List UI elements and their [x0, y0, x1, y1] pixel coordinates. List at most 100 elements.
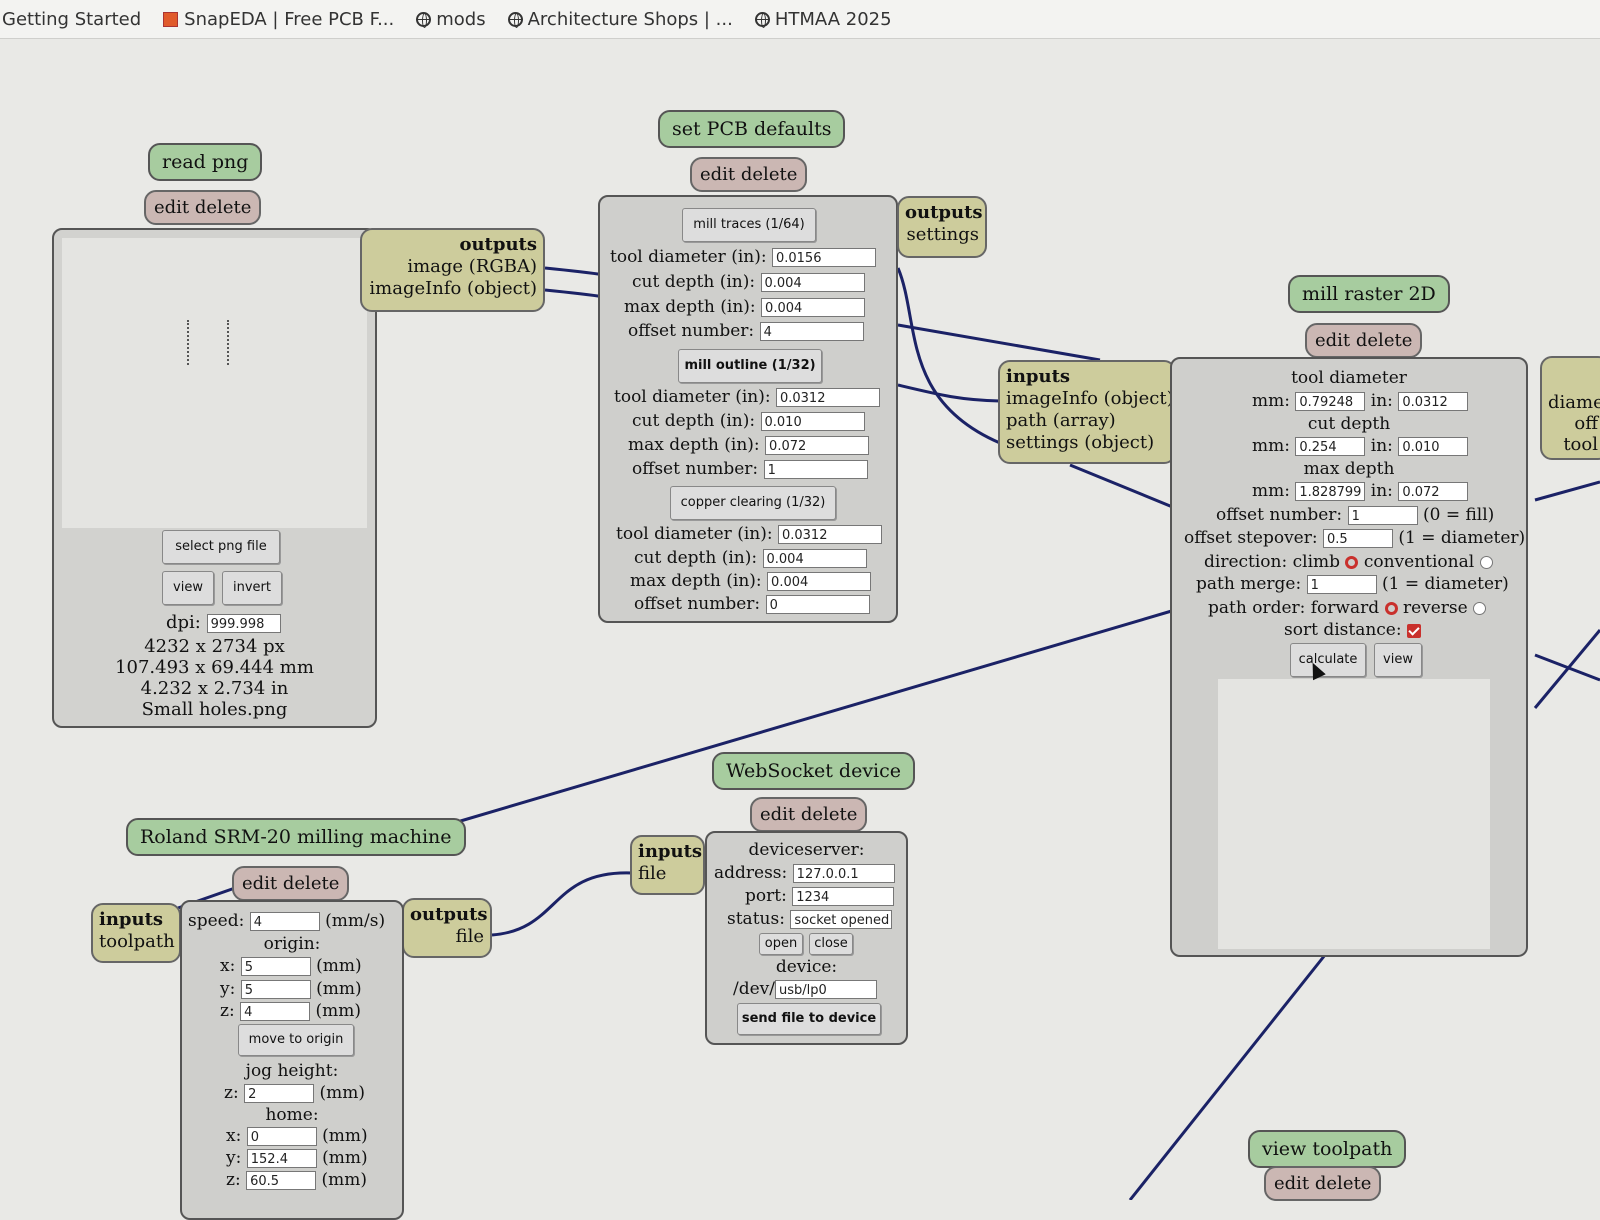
field-label: offset number:: [628, 321, 755, 341]
field-label: tool diameter (in):: [614, 387, 771, 407]
traces-max-input[interactable]: 0.004: [761, 298, 866, 317]
wire-mill-to-roland: [446, 608, 1176, 827]
roland-edit-delete[interactable]: edit delete: [232, 866, 350, 901]
clearing-cut-input[interactable]: 0.004: [762, 549, 867, 568]
traces-cut-input[interactable]: 0.004: [760, 273, 865, 292]
bookmark-htmaa[interactable]: HTMAA 2025: [754, 9, 892, 30]
device-input[interactable]: usb/lp0: [775, 980, 878, 999]
traces-tool-input[interactable]: 0.0156: [771, 248, 876, 267]
port-input[interactable]: 1234: [792, 887, 895, 906]
view-toolpath-edit-delete[interactable]: edit delete: [1264, 1166, 1382, 1201]
jog-z-input[interactable]: 2: [244, 1084, 315, 1103]
max-mm-input[interactable]: 1.828799: [1295, 482, 1366, 501]
pcb-defaults-title[interactable]: set PCB defaults: [658, 110, 846, 148]
path-order-row: path order: forward reverse: [1208, 598, 1487, 618]
address-input[interactable]: 127.0.0.1: [792, 864, 895, 883]
tool-in-input[interactable]: 0.0312: [1398, 392, 1469, 411]
input-settings[interactable]: settings (object): [1006, 432, 1155, 453]
open-button[interactable]: open: [759, 933, 803, 955]
send-file-button[interactable]: send file to device: [737, 1003, 881, 1035]
bookmark-getting-started[interactable]: Getting Started: [2, 9, 141, 30]
outline-max-input[interactable]: 0.072: [765, 436, 870, 455]
clearing-tool-row: tool diameter (in): 0.0312: [616, 524, 882, 544]
origin-x-row: x: 5 (mm): [220, 956, 362, 976]
input-file[interactable]: file: [638, 863, 667, 884]
read-png-edit-delete[interactable]: edit delete: [144, 190, 262, 225]
climb-radio[interactable]: [1345, 556, 1359, 569]
roland-title[interactable]: Roland SRM-20 milling machine: [126, 818, 466, 856]
outputs-label: outputs: [459, 234, 537, 255]
dpi-row: dpi: 999.998: [166, 612, 281, 633]
input-toolpath[interactable]: toolpath: [99, 931, 175, 952]
sort-distance-checkbox[interactable]: [1407, 623, 1421, 638]
traces-tool-row: tool diameter (in): 0.0156: [610, 247, 876, 267]
outline-offset-input[interactable]: 1: [763, 460, 868, 479]
view-button[interactable]: view: [1374, 643, 1422, 677]
traces-offset-input[interactable]: 4: [759, 322, 864, 341]
max-in-input[interactable]: 0.072: [1398, 482, 1469, 501]
move-to-origin-button[interactable]: move to origin: [238, 1024, 354, 1056]
merge-input[interactable]: 1: [1306, 575, 1377, 594]
dpi-label: dpi:: [166, 612, 201, 633]
clearing-offset-input[interactable]: 0: [765, 595, 870, 614]
pcb-defaults-edit-delete[interactable]: edit delete: [690, 157, 808, 192]
mill-raster-title[interactable]: mill raster 2D: [1288, 275, 1450, 313]
reverse-radio[interactable]: [1473, 602, 1487, 615]
close-button[interactable]: close: [809, 933, 853, 955]
view-button[interactable]: view: [162, 571, 214, 605]
conventional-radio[interactable]: [1479, 556, 1493, 569]
outline-tool-input[interactable]: 0.0312: [775, 388, 880, 407]
forward-radio[interactable]: [1384, 602, 1398, 615]
mill-traces-button[interactable]: mill traces (1/64): [682, 208, 816, 242]
cut-in-input[interactable]: 0.010: [1398, 437, 1469, 456]
stepover-input[interactable]: 0.5: [1323, 529, 1393, 548]
input-imageinfo[interactable]: imageInfo (object): [1006, 388, 1174, 409]
copper-clearing-button[interactable]: copper clearing (1/32): [670, 486, 836, 520]
merge-note: (1 = diameter): [1382, 574, 1509, 594]
websocket-panel: deviceserver: address: 127.0.0.1 port: 1…: [705, 831, 908, 1045]
roland-outputs: outputs file: [402, 898, 492, 958]
home-z-input[interactable]: 60.5: [246, 1171, 317, 1190]
tool-mm-input[interactable]: 0.79248: [1295, 392, 1366, 411]
bookmark-mods[interactable]: mods: [416, 9, 486, 30]
calculate-button[interactable]: calculate: [1290, 643, 1366, 677]
speed-input[interactable]: 4: [249, 912, 320, 931]
output-settings[interactable]: settings: [906, 224, 979, 245]
output-image-rgba[interactable]: image (RGBA): [407, 256, 537, 277]
max-depth-row: mm: 1.828799 in: 0.072: [1252, 481, 1469, 501]
bookmark-snapeda[interactable]: SnapEDA | Free PCB F...: [163, 9, 394, 30]
origin-z-input[interactable]: 4: [240, 1002, 311, 1021]
mill-raster-edit-delete[interactable]: edit delete: [1305, 323, 1423, 358]
websocket-title[interactable]: WebSocket device: [712, 752, 916, 790]
bookmark-architecture-shops[interactable]: Architecture Shops | ...: [507, 9, 733, 30]
invert-button[interactable]: invert: [222, 571, 282, 605]
offset-input[interactable]: 1: [1347, 506, 1418, 525]
snapeda-favicon: [163, 11, 179, 27]
mill-outline-button[interactable]: mill outline (1/32): [678, 349, 822, 383]
path-merge-row: path merge: 1 (1 = diameter): [1196, 574, 1509, 594]
input-path[interactable]: path (array): [1006, 410, 1116, 431]
outline-cut-input[interactable]: 0.010: [760, 412, 865, 431]
cut-depth-row: mm: 0.254 in: 0.010: [1252, 436, 1469, 456]
direction-label: direction: climb: [1204, 552, 1341, 572]
jog-z-row: z: 2 (mm): [224, 1083, 365, 1103]
read-png-title[interactable]: read png: [148, 143, 263, 181]
dpi-input[interactable]: 999.998: [206, 613, 281, 633]
select-png-button[interactable]: select png file: [162, 530, 280, 564]
clearing-max-input[interactable]: 0.004: [767, 572, 872, 591]
output-imageinfo[interactable]: imageInfo (object): [369, 278, 537, 299]
outputs-label: outputs: [905, 202, 983, 223]
deviceserver-label: deviceserver:: [748, 840, 865, 860]
clearing-tool-input[interactable]: 0.0312: [777, 525, 882, 544]
origin-x-input[interactable]: 5: [240, 957, 311, 976]
port-label: port:: [745, 886, 787, 906]
home-y-input[interactable]: 152.4: [246, 1149, 317, 1168]
view-toolpath-title[interactable]: view toolpath: [1248, 1130, 1407, 1168]
websocket-edit-delete[interactable]: edit delete: [750, 797, 868, 832]
origin-y-input[interactable]: 5: [240, 980, 311, 999]
output-file[interactable]: file: [455, 926, 484, 947]
home-x-input[interactable]: 0: [246, 1127, 317, 1146]
wire-right-3: [1533, 629, 1600, 709]
cut-mm-input[interactable]: 0.254: [1295, 437, 1366, 456]
home-y-row: y: 152.4 (mm): [226, 1148, 368, 1168]
